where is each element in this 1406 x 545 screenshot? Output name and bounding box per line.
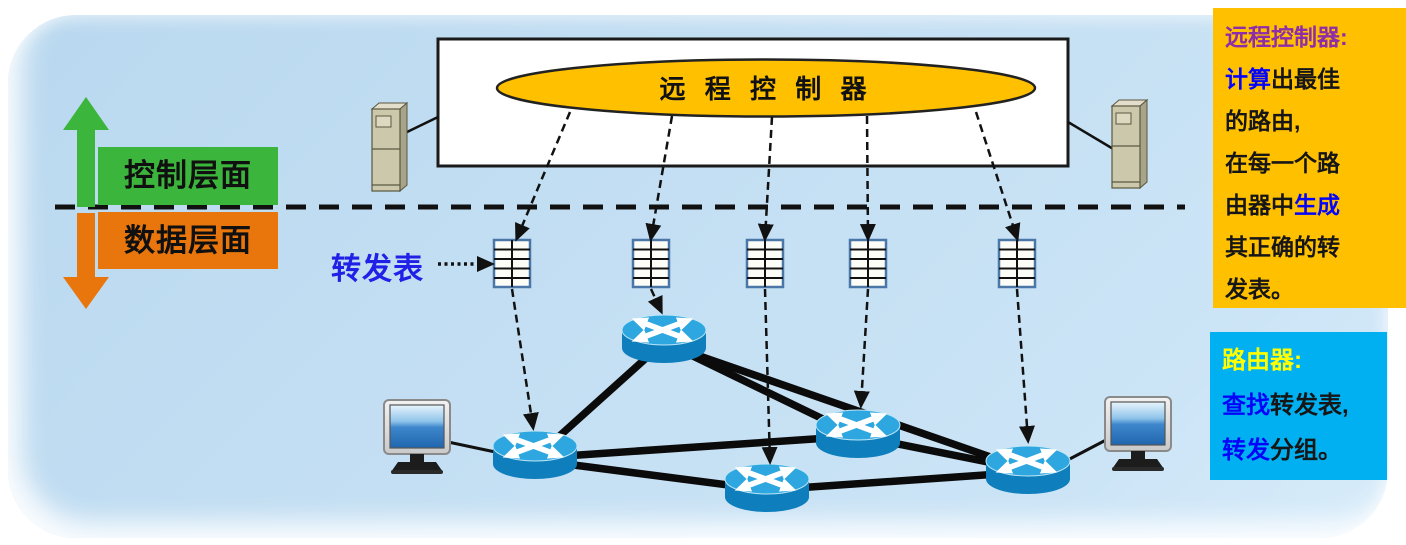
forwarding-table-icon bbox=[492, 238, 532, 289]
forwarding-table-icon bbox=[745, 238, 785, 289]
table-to-router-arrow bbox=[647, 288, 663, 315]
table-to-router-arrow bbox=[510, 288, 539, 431]
forwarding-table-icon bbox=[848, 238, 888, 289]
forwarding-table-icon bbox=[997, 238, 1037, 289]
router-icon bbox=[816, 410, 900, 458]
controller-to-table-arrow bbox=[974, 111, 1021, 242]
remote-controller-ellipse bbox=[495, 58, 1037, 118]
table-to-router-arrow bbox=[853, 288, 870, 409]
host-monitor-icon bbox=[1104, 396, 1172, 472]
controller-to-table-arrow bbox=[515, 111, 572, 242]
remote-controller-label: 远 程 控 制 器 bbox=[660, 74, 873, 104]
controller-to-table-arrow bbox=[645, 115, 674, 242]
table-to-router-arrow bbox=[1015, 288, 1035, 444]
router-icon bbox=[725, 464, 809, 512]
forwarding-table-icon bbox=[631, 238, 671, 289]
router-icon bbox=[622, 315, 706, 363]
controller-to-table-arrow bbox=[757, 116, 774, 242]
table-to-router-arrows bbox=[510, 288, 1035, 465]
data-plane-down-arrow-icon bbox=[63, 213, 109, 309]
router-icon bbox=[986, 446, 1070, 494]
control-plane-up-arrow-icon bbox=[63, 97, 109, 207]
router-link bbox=[763, 468, 1032, 494]
server-tower-icon bbox=[1111, 99, 1148, 189]
server-right-link-line bbox=[1067, 120, 1116, 152]
host-monitor-icon bbox=[383, 399, 451, 475]
router-link bbox=[531, 432, 862, 462]
controller-to-table-arrows bbox=[515, 111, 1021, 242]
router-link bbox=[664, 341, 1032, 474]
server-left-link-line bbox=[404, 115, 439, 135]
controller-to-table-arrow bbox=[859, 115, 876, 242]
table-to-router-arrow bbox=[761, 288, 778, 465]
server-tower-icon bbox=[371, 102, 408, 192]
host-left-link-line bbox=[447, 440, 501, 455]
router-icon bbox=[493, 431, 577, 479]
